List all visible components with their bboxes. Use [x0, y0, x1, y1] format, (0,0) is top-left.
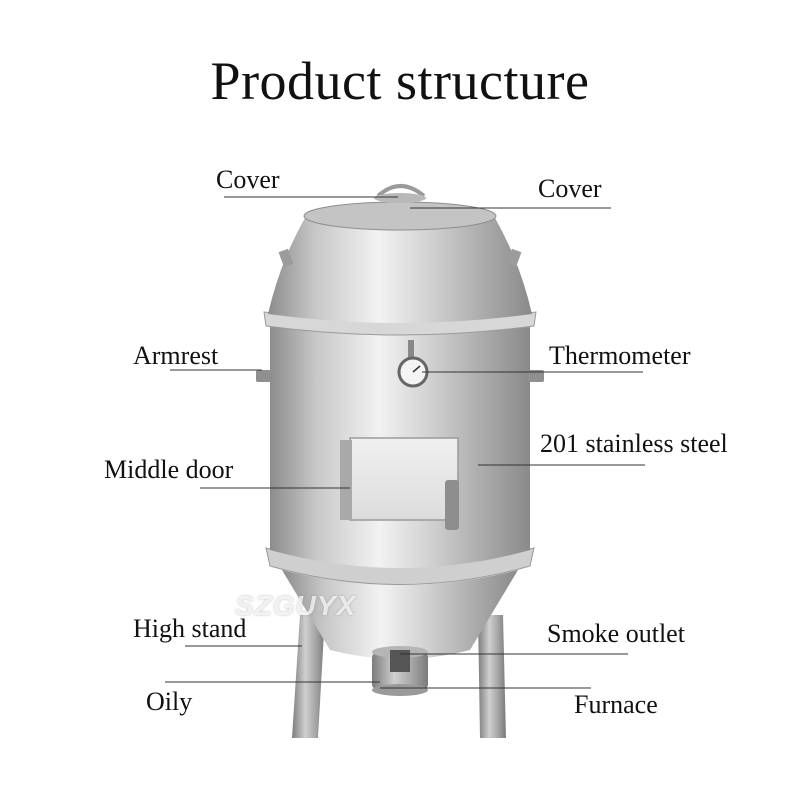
label-smoke-outlet: Smoke outlet — [547, 619, 685, 648]
label-thermometer: Thermometer — [549, 341, 691, 370]
label-middle-door: Middle door — [104, 455, 234, 484]
top-dome — [268, 207, 532, 323]
dome-side-handles — [278, 248, 522, 268]
label-cover-left: Cover — [216, 165, 280, 194]
page-title: Product structure — [210, 51, 590, 111]
bottom-cone — [282, 570, 518, 659]
label-stainless-steel: 201 stainless steel — [540, 429, 728, 458]
brand-watermark: SZGUYX — [235, 590, 357, 621]
label-furnace: Furnace — [574, 690, 658, 719]
label-high-stand: High stand — [133, 614, 247, 643]
furnace-outlet — [372, 646, 428, 696]
label-oily: Oily — [146, 687, 193, 716]
middle-door — [340, 437, 459, 530]
armrest-handles — [256, 370, 544, 382]
label-cover-right: Cover — [538, 174, 602, 203]
label-armrest: Armrest — [133, 341, 219, 370]
cover-handle — [374, 184, 426, 203]
leader-lines — [165, 196, 645, 689]
